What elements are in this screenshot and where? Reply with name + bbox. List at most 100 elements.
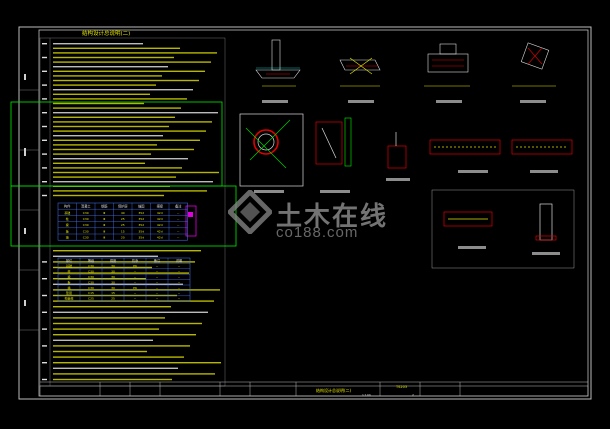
table-cell: -- <box>177 229 179 233</box>
table-cell: 30 <box>111 286 115 290</box>
note-number <box>42 294 47 297</box>
table-cell: -- <box>156 286 158 290</box>
table-cell: -- <box>177 211 179 215</box>
table-cell: P6 <box>133 264 137 268</box>
note-text-line <box>53 294 177 297</box>
table-header-cell: 备注 <box>154 258 161 263</box>
table-cell: 构造柱 <box>64 296 73 301</box>
table-cell: 15 <box>111 291 115 295</box>
table-cell: P6 <box>133 286 137 290</box>
detail-row-3 <box>431 189 575 269</box>
table-cell: Ⅲ <box>103 229 105 233</box>
note-text-line <box>53 144 157 146</box>
note-text-line <box>53 311 208 313</box>
table-cell: -- <box>156 280 158 284</box>
note-number <box>42 98 47 100</box>
table-cell: -- <box>177 236 179 240</box>
note-text-line <box>53 334 196 336</box>
note-number <box>42 311 47 313</box>
note-text-line <box>53 153 151 155</box>
note-text-line <box>53 278 146 280</box>
note-text-line <box>53 250 201 252</box>
note-number <box>42 194 47 197</box>
note-number <box>42 181 47 183</box>
note-text-line <box>53 102 144 105</box>
note-text-line <box>53 125 169 128</box>
note-number <box>42 56 47 59</box>
note-number <box>42 345 47 347</box>
table-cell: -- <box>134 297 136 301</box>
note-text-line <box>53 66 168 68</box>
table-cell: -- <box>178 297 180 301</box>
table-cell: 基础 <box>64 210 70 215</box>
table-cell: -- <box>134 270 136 274</box>
detail-row-3-labels <box>458 246 560 255</box>
note-text-line <box>53 148 194 151</box>
note-number <box>42 43 47 45</box>
table-cell: C30 <box>83 211 89 215</box>
note-text-line <box>53 52 217 54</box>
table-cell: -- <box>178 264 180 268</box>
table-cell: C30 <box>88 280 94 284</box>
note-text-line <box>53 70 205 72</box>
note-text-line <box>53 176 176 178</box>
table-cell: C30 <box>83 236 89 240</box>
table-cell: 42d <box>157 217 163 221</box>
sheet-title: 结构设计总说明(二) <box>82 29 130 37</box>
table-cell: 柱 <box>67 269 70 274</box>
note-text-line <box>53 167 182 169</box>
note-text-line <box>53 56 174 59</box>
table-header-cell: 说明 <box>176 258 182 263</box>
detail-row-1 <box>255 39 556 87</box>
table-cell: 梁 <box>66 222 69 227</box>
note-text-line <box>53 266 152 269</box>
table-cell: -- <box>178 270 180 274</box>
note-text-line <box>53 283 183 285</box>
note-text-line <box>53 190 207 192</box>
watermark-subtext: co188.com <box>276 224 359 241</box>
table-cell: 基础 <box>66 263 72 268</box>
note-text-line <box>53 367 178 369</box>
note-text-line <box>53 306 171 308</box>
note-text-line <box>53 345 190 347</box>
note-text-line <box>53 107 181 109</box>
title-block-drawing-name: 结构设计总说明(二) <box>316 387 352 393</box>
table-cell: Ⅲ <box>103 217 105 221</box>
table-cell: 42d <box>157 229 163 233</box>
note-text-line <box>53 158 188 160</box>
note-text-line <box>53 79 199 82</box>
table-cell: -- <box>156 264 158 268</box>
note-text-line <box>53 328 159 330</box>
note-text-line <box>53 378 172 381</box>
table-cell: C25 <box>88 297 94 301</box>
table-cell: 42d <box>157 223 163 227</box>
table-cell: 15 <box>121 229 125 233</box>
note-text-line <box>53 61 211 63</box>
table-cell: -- <box>178 291 180 295</box>
note-text-line <box>53 121 212 123</box>
detail-row-2-labels <box>254 170 558 193</box>
table-cell: Ⅲ <box>103 223 105 227</box>
table-cell: 30 <box>111 264 115 268</box>
table-cell: 42d <box>157 236 163 240</box>
table-cell: 30 <box>111 280 115 284</box>
note-text-line <box>53 75 162 77</box>
table-cell: 梁 <box>67 274 70 279</box>
binding-strip <box>19 89 39 331</box>
note-text-line <box>53 43 143 45</box>
detail-row-1-labels <box>262 100 546 103</box>
note-text-line <box>53 181 213 183</box>
note-text-line <box>53 84 156 86</box>
table-cell: Ⅲ <box>103 236 105 240</box>
note-text-line <box>53 162 145 164</box>
table-cell: C30 <box>88 270 94 274</box>
table-cell: -- <box>156 291 158 295</box>
detail-row-2 <box>239 113 573 187</box>
title-block-drawing-no: TS203 <box>395 385 407 389</box>
table-header-cell: 强度 <box>110 258 117 263</box>
note-number <box>42 112 47 114</box>
note-number <box>42 362 47 364</box>
table-header-cell: 锚固 <box>138 204 144 209</box>
